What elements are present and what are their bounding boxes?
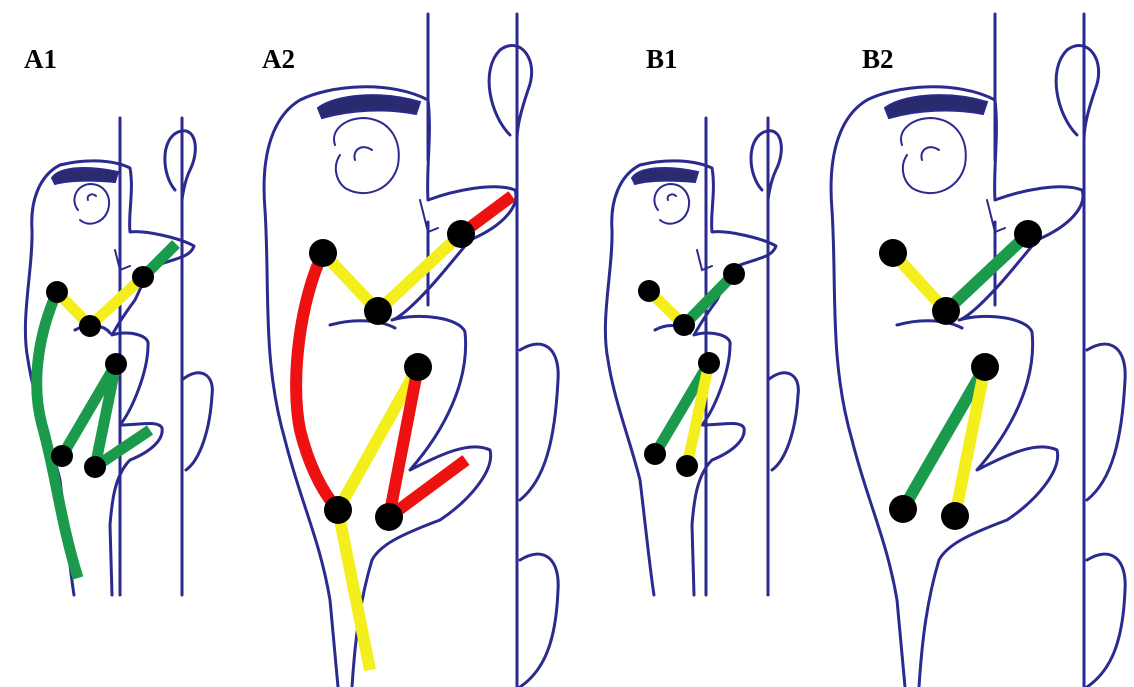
a1-joint-neck xyxy=(79,315,101,337)
panel-b2-drawing xyxy=(831,14,1125,687)
a2-joint-shoulder-right xyxy=(447,220,475,248)
a1-joint-shoulder-left xyxy=(46,281,68,303)
a2-joint-ankle xyxy=(375,503,403,531)
b2-joint-knee xyxy=(971,353,999,381)
a1-joint-knee xyxy=(105,353,127,375)
a1-joint-shoulder-right xyxy=(132,266,154,288)
b2-joint-shoulder-right xyxy=(1014,220,1042,248)
b1-joint-shoulder-right xyxy=(723,263,745,285)
b2-joint-neck xyxy=(932,297,960,325)
b2-joint-hip xyxy=(889,495,917,523)
b1-joint-hip xyxy=(644,443,666,465)
b1-joint-neck xyxy=(673,314,695,336)
a2-joint-shoulder-left xyxy=(309,239,337,267)
b2-outline xyxy=(831,14,1125,687)
b2-segments xyxy=(879,220,1042,530)
panel-label-a2: A2 xyxy=(262,44,295,75)
b2-joint-shoulder-left xyxy=(879,239,907,267)
a2-outline xyxy=(264,14,558,687)
a1-joint-ankle xyxy=(84,456,106,478)
a2-joint-hip xyxy=(324,496,352,524)
a2-red-body-curve xyxy=(296,253,338,510)
a2-joint-neck xyxy=(364,297,392,325)
panel-a2-drawing xyxy=(264,14,558,687)
panel-label-a1: A1 xyxy=(24,44,57,75)
panel-b1-drawing xyxy=(605,118,798,595)
a1-joint-hip xyxy=(51,445,73,467)
panel-a1-drawing xyxy=(25,118,212,595)
a2-joint-knee xyxy=(404,353,432,381)
a1-segments xyxy=(37,244,176,578)
b1-joint-ankle xyxy=(676,455,698,477)
b2-joint-ankle xyxy=(941,502,969,530)
b1-joint-shoulder-left xyxy=(638,280,660,302)
panel-label-b2: B2 xyxy=(862,44,894,75)
panel-label-b1: B1 xyxy=(646,44,678,75)
b1-joint-knee xyxy=(698,352,720,374)
b1-segments xyxy=(638,263,745,477)
